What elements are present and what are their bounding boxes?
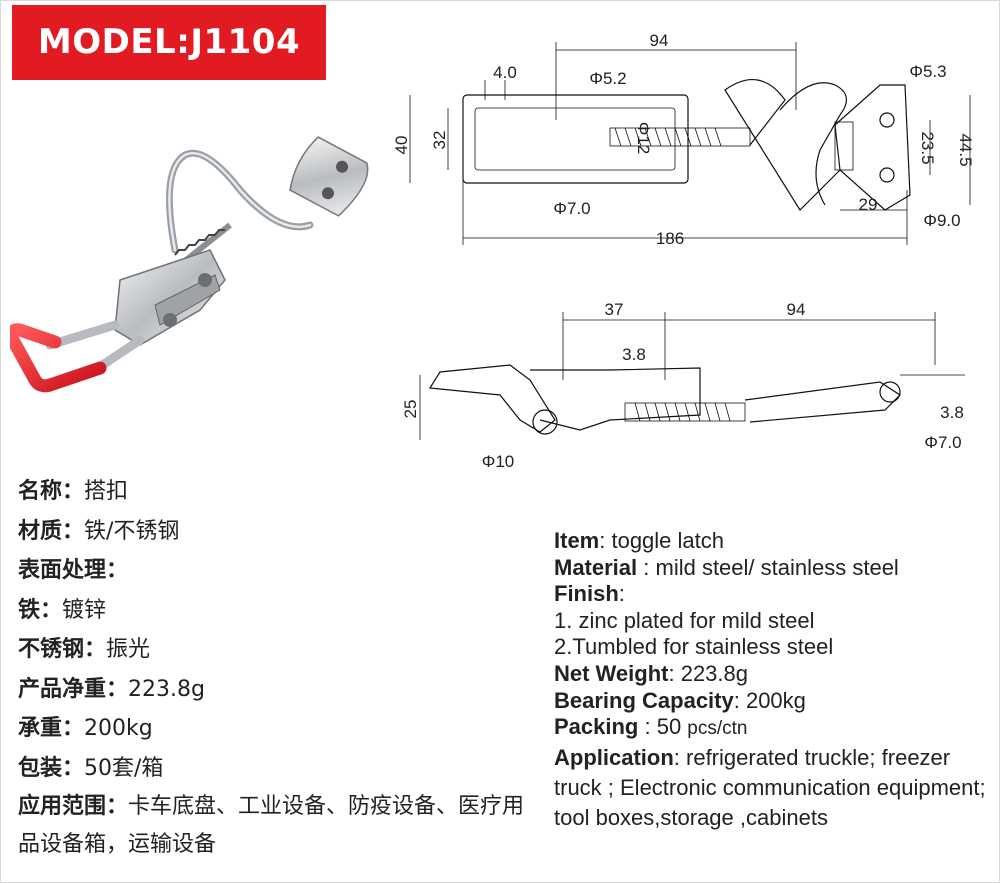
spec-cn-iron: 铁：镀锌 bbox=[18, 597, 107, 623]
spec-cn: 名称：搭扣 材质：铁/不锈钢 表面处理： 铁：镀锌 不锈钢：振光 产品净重：22… bbox=[18, 472, 538, 864]
dim-top-span: 94 bbox=[650, 31, 669, 50]
top-view-body bbox=[462, 94, 689, 184]
dim-rod: Φ12 bbox=[634, 122, 653, 154]
top-view-wire bbox=[724, 79, 841, 211]
spec-cn-name: 名称：搭扣 bbox=[18, 479, 129, 504]
dim-offset-top: 3.8 bbox=[622, 345, 646, 364]
spec-cn-packing: 包装：50套/箱 bbox=[18, 755, 164, 781]
dim-height-inner: 32 bbox=[430, 131, 449, 150]
spec-cn-application: 应用范围：卡车底盘、工业设备、防疫设备、医疗用品设备箱，运输设备 bbox=[18, 794, 525, 857]
side-view: 37 94 3.8 25 Φ10 3.8 Φ7.0 bbox=[401, 300, 965, 471]
spec-en-finish-1: 1. zinc plated for mild steel bbox=[554, 607, 815, 633]
side-view-handle bbox=[428, 364, 556, 433]
keeper-plate bbox=[289, 136, 369, 217]
spec-cn-finish: 表面处理： bbox=[18, 558, 129, 583]
spec-en-packing: Packing : 50 pcs/ctn bbox=[554, 714, 748, 740]
dim-side-pin: Φ7.0 bbox=[924, 433, 961, 452]
spec-en-finish-2: 2.Tumbled for stainless steel bbox=[554, 634, 834, 660]
dim-plate-width: 29 bbox=[859, 195, 878, 214]
spec-cn-stainless: 不锈钢：振光 bbox=[18, 637, 151, 662]
dim-plate-hole: Φ5.3 bbox=[909, 62, 946, 81]
spec-en-item: Item: toggle latch bbox=[554, 528, 724, 553]
dim-plate-height: 44.5 bbox=[956, 133, 975, 166]
top-view: 94 186 4.0 40 32 Φ5.2 Φ12 Φ7.0 Φ5.3 23.5… bbox=[392, 31, 975, 248]
wire-loop bbox=[165, 149, 314, 254]
spec-en-finish: Finish: bbox=[554, 581, 625, 607]
technical-drawing: 94 186 4.0 40 32 Φ5.2 Φ12 Φ7.0 Φ5.3 23.5… bbox=[392, 31, 975, 471]
dim-overall-length: 186 bbox=[656, 229, 684, 248]
product-photo bbox=[10, 136, 369, 393]
dim-height-outer: 40 bbox=[392, 136, 411, 155]
dim-hole-small: Φ5.2 bbox=[589, 69, 626, 88]
dim-offset-right: 3.8 bbox=[940, 403, 964, 422]
dim-handle-reach: 37 bbox=[605, 300, 624, 319]
dim-side-span: 94 bbox=[787, 300, 806, 319]
dim-eye: Φ10 bbox=[482, 452, 514, 471]
spec-en-material: Material : mild steel/ stainless steel bbox=[554, 554, 899, 580]
spec-en: Item: toggle latch Material : mild steel… bbox=[554, 528, 994, 833]
spec-cn-weight: 产品净重：223.8g bbox=[18, 676, 205, 702]
model-banner: MODEL:J1104 bbox=[12, 5, 326, 80]
dim-pin: Φ7.0 bbox=[553, 199, 590, 218]
spec-cn-capacity: 承重：200kg bbox=[18, 716, 153, 741]
spec-en-weight: Net Weight: 223.8g bbox=[554, 660, 748, 686]
spec-en-capacity: Bearing Capacity: 200kg bbox=[554, 687, 806, 713]
dim-slot-offset: 4.0 bbox=[493, 63, 517, 82]
dim-side-height: 25 bbox=[401, 400, 420, 419]
dim-plate-hole-spacing: 23.5 bbox=[918, 131, 937, 164]
spec-cn-material: 材质：铁/不锈钢 bbox=[18, 518, 180, 544]
spec-en-application: Application: refrigerated truckle; freez… bbox=[554, 744, 986, 830]
dim-plate-hole-large: Φ9.0 bbox=[923, 211, 960, 230]
red-grip bbox=[10, 323, 107, 393]
